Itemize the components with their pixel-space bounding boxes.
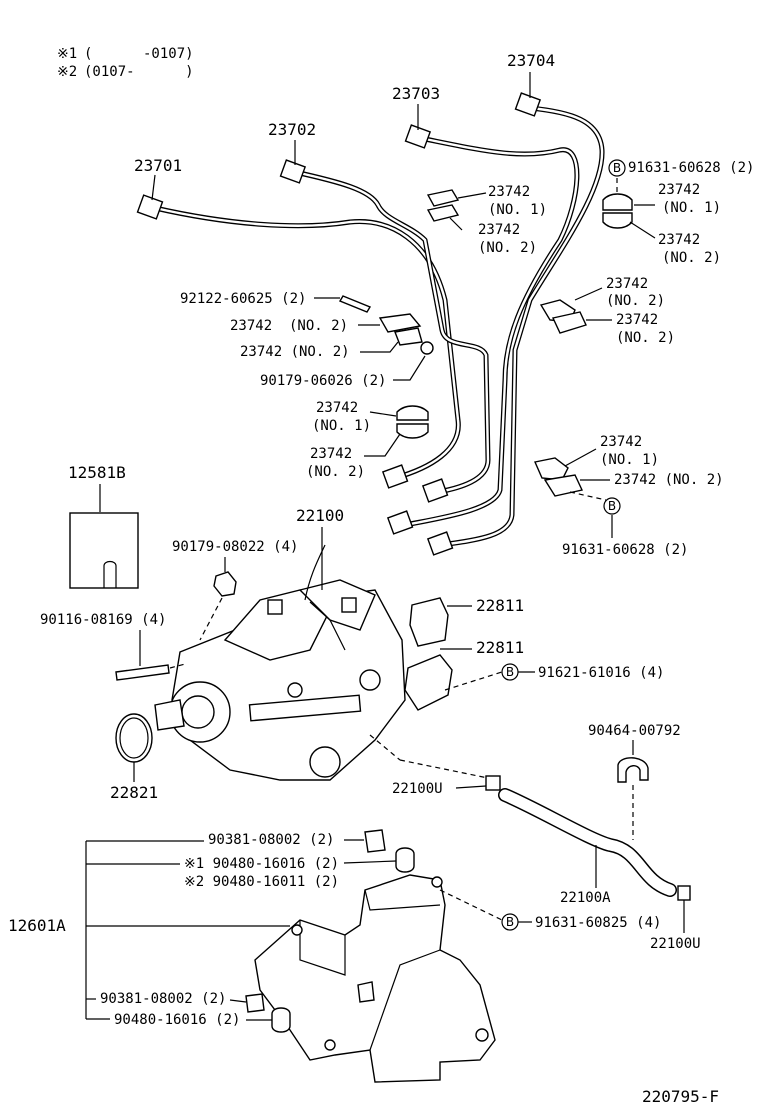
label-bolt-91631-60628-top: 91631-60628 (2)	[628, 160, 754, 176]
label-clamp-right-no2: (NO. 2)	[662, 250, 721, 266]
label-clamp-3-no2-part: 23742	[310, 446, 352, 462]
nut-part-90179-08022	[213, 571, 237, 597]
label-23703: 23703	[392, 84, 440, 103]
label-pin-92122-60625: 92122-60625 (2)	[180, 291, 306, 307]
bolt-mark-b-2-letter: B	[608, 499, 616, 513]
injection-pipes	[136, 92, 605, 556]
label-nut-90179-08022: 90179-08022 (4)	[172, 539, 298, 555]
note-1-range: ( -0107)	[84, 46, 194, 62]
label-clip-90464-00792: 90464-00792	[588, 723, 681, 739]
label-22100u-1: 22100U	[392, 781, 443, 797]
label-clamp-right-no1: (NO. 1)	[662, 200, 721, 216]
label-bolt-90480-16016-upper: ※1 90480-16016 (2)	[184, 856, 339, 872]
bracket-assembly-12601a	[254, 874, 496, 1083]
label-clamp-mid-no2: (NO. 2)	[478, 240, 537, 256]
label-22100u-2: 22100U	[650, 936, 701, 952]
hose-clip-22100u-2	[677, 885, 691, 901]
clamp-top-right	[602, 193, 633, 229]
label-23701: 23701	[134, 156, 182, 175]
label-23702: 23702	[268, 120, 316, 139]
clip-90464-00792	[617, 757, 649, 783]
label-clamp-r2-no2a: (NO. 2)	[606, 293, 665, 309]
label-clamp-r2-no2a-part: 23742	[606, 276, 648, 292]
label-clamp-3-no1-part: 23742	[316, 400, 358, 416]
label-clamp-3-no1: (NO. 1)	[312, 418, 371, 434]
injection-pump-body	[154, 544, 406, 781]
bolt-part-90480-16016-upper	[395, 847, 415, 873]
label-22811-upper: 22811	[476, 596, 524, 615]
bolt-mark-b-1	[608, 159, 626, 177]
stud-part-90116-08169	[115, 664, 170, 681]
pipe-nut-23703	[404, 124, 432, 149]
bracket-22811-lower	[404, 654, 453, 711]
label-22811-lower: 22811	[476, 638, 524, 657]
label-clamp-3-no2: (NO. 2)	[306, 464, 365, 480]
note-2-mark: ※2	[57, 64, 77, 80]
label-clamp-4-no1: (NO. 1)	[600, 452, 659, 468]
label-bolt-90381-08002-upper: 90381-08002 (2)	[208, 832, 334, 848]
bolt-part-90381-08002-upper	[364, 829, 386, 853]
label-clamp-mid-no2-part: 23742	[478, 222, 520, 238]
figure-number: 220795-F	[642, 1087, 719, 1106]
bolt-mark-b-1-letter: B	[613, 161, 621, 175]
bolt-mark-b-2	[603, 497, 621, 515]
bolt-mark-b-4-letter: B	[506, 915, 514, 929]
label-bolt-90480-16016-lower: 90480-16016 (2)	[114, 1012, 240, 1028]
label-bolt-91621-61016: 91621-61016 (4)	[538, 665, 664, 681]
label-22100a: 22100A	[560, 890, 611, 906]
label-bolt-91631-60628-lower: 91631-60628 (2)	[562, 542, 688, 558]
label-22100: 22100	[296, 506, 344, 525]
label-bolt-91631-60825: 91631-60825 (4)	[535, 915, 661, 931]
label-22821: 22821	[110, 783, 158, 802]
hose-clip-22100u-1	[485, 775, 501, 791]
label-clamp-4-no2: 23742 (NO. 2)	[614, 472, 724, 488]
label-23704: 23704	[507, 51, 555, 70]
note-1-mark: ※1	[57, 46, 77, 62]
nut-part-90179-06026	[420, 341, 434, 355]
label-bolt-90480-16011: ※2 90480-16011 (2)	[184, 874, 339, 890]
note-1: ※1 ( -0107)	[57, 46, 194, 62]
label-clamp-r2-no2b: (NO. 2)	[616, 330, 675, 346]
label-clamp-right-no1-part: 23742	[658, 182, 700, 198]
clamp-top-middle	[426, 189, 460, 222]
clamp-right-middle	[539, 299, 587, 334]
bolt-part-90381-08002-lower	[245, 993, 265, 1013]
label-clamp-4-no1-part: 23742	[600, 434, 642, 450]
note-2-range: (0107- )	[84, 64, 194, 80]
pipe-nut-23702	[279, 159, 307, 184]
pipe-nut-23701	[136, 194, 164, 220]
label-12601a: 12601A	[8, 916, 66, 935]
label-12581b: 12581B	[68, 463, 126, 482]
pipe-nut-23704	[514, 92, 542, 117]
bolt-part-90480-16016-lower	[271, 1007, 291, 1033]
bolt-mark-b-3-letter: B	[506, 665, 514, 679]
bracket-22811-upper	[409, 597, 449, 647]
label-clamp-left-no2-b: 23742 (NO. 2)	[240, 344, 350, 360]
clamp-right-lower	[534, 457, 584, 497]
label-bolt-90381-08002-lower: 90381-08002 (2)	[100, 991, 226, 1007]
label-clamp-right-no2-part: 23742	[658, 232, 700, 248]
note-2: ※2 (0107- )	[57, 64, 194, 80]
label-clamp-mid-no1: (NO. 1)	[488, 202, 547, 218]
clamp-left-middle	[396, 405, 429, 439]
label-clamp-r2-no2b-part: 23742	[616, 312, 658, 328]
label-clamp-mid-no1-part: 23742	[488, 184, 530, 200]
label-nut-90179-06026: 90179-06026 (2)	[260, 373, 386, 389]
o-ring-22821	[115, 713, 153, 763]
label-clamp-left-no2-a: 23742 (NO. 2)	[230, 318, 348, 334]
label-stud-90116-08169: 90116-08169 (4)	[40, 612, 166, 628]
clamp-left-upper	[378, 313, 423, 346]
pin-part	[338, 295, 372, 313]
